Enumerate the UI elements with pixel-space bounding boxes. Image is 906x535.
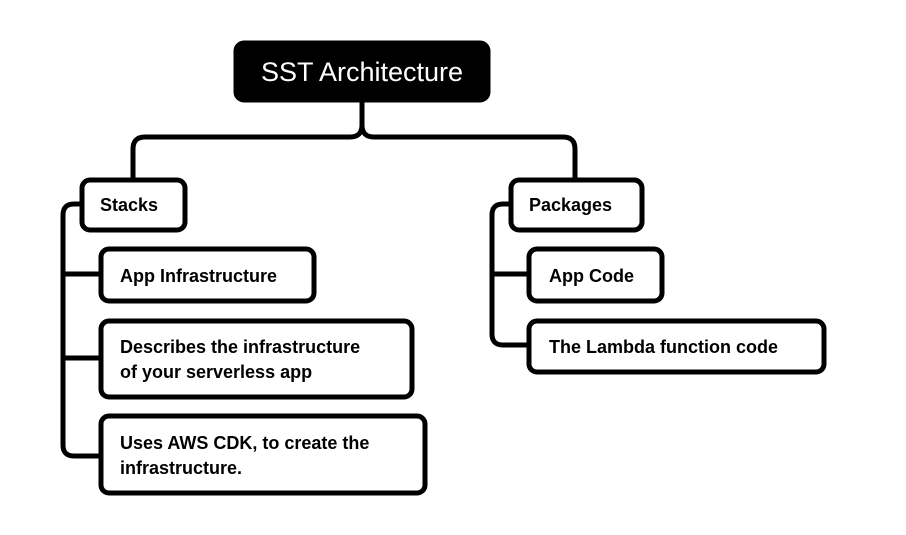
stacks-item-describes: Describes the infrastructure of your ser…	[98, 318, 415, 400]
stacks-node-box	[79, 177, 188, 233]
packages-node-label: Packages	[529, 195, 612, 215]
stacks-item-box	[98, 246, 317, 304]
stacks-item-label-line-1: Uses AWS CDK, to create the	[120, 433, 369, 453]
stacks-item-label-line-2: infrastructure.	[120, 458, 242, 478]
packages-node-box	[508, 177, 645, 233]
stacks-node-label: Stacks	[100, 195, 158, 215]
stacks-item-box	[98, 413, 428, 496]
root-to-branches-connector	[130, 97, 578, 183]
root-node-label: SST Architecture	[261, 57, 463, 87]
packages-item-lambda-code: The Lambda function code	[526, 318, 827, 375]
packages-node: Packages	[508, 177, 645, 233]
packages-item-label: The Lambda function code	[549, 337, 778, 357]
connectors	[60, 97, 578, 459]
packages-item-box	[526, 246, 665, 304]
root-node-box	[233, 40, 491, 103]
root-node: SST Architecture	[233, 40, 491, 103]
packages-children-connector	[489, 201, 532, 348]
packages-item-box	[526, 318, 827, 375]
stacks-item-label: App Infrastructure	[120, 266, 277, 286]
stacks-item-box	[98, 318, 415, 400]
stacks-item-label-line-1: Describes the infrastructure	[120, 337, 360, 357]
stacks-item-label-line-2: of your serverless app	[120, 362, 312, 382]
stacks-item-app-infrastructure: App Infrastructure	[98, 246, 317, 304]
stacks-node: Stacks	[79, 177, 188, 233]
stacks-children-connector	[60, 201, 104, 459]
packages-item-label: App Code	[549, 266, 634, 286]
packages-item-app-code: App Code	[526, 246, 665, 304]
stacks-item-uses-aws-cdk: Uses AWS CDK, to create the infrastructu…	[98, 413, 428, 496]
